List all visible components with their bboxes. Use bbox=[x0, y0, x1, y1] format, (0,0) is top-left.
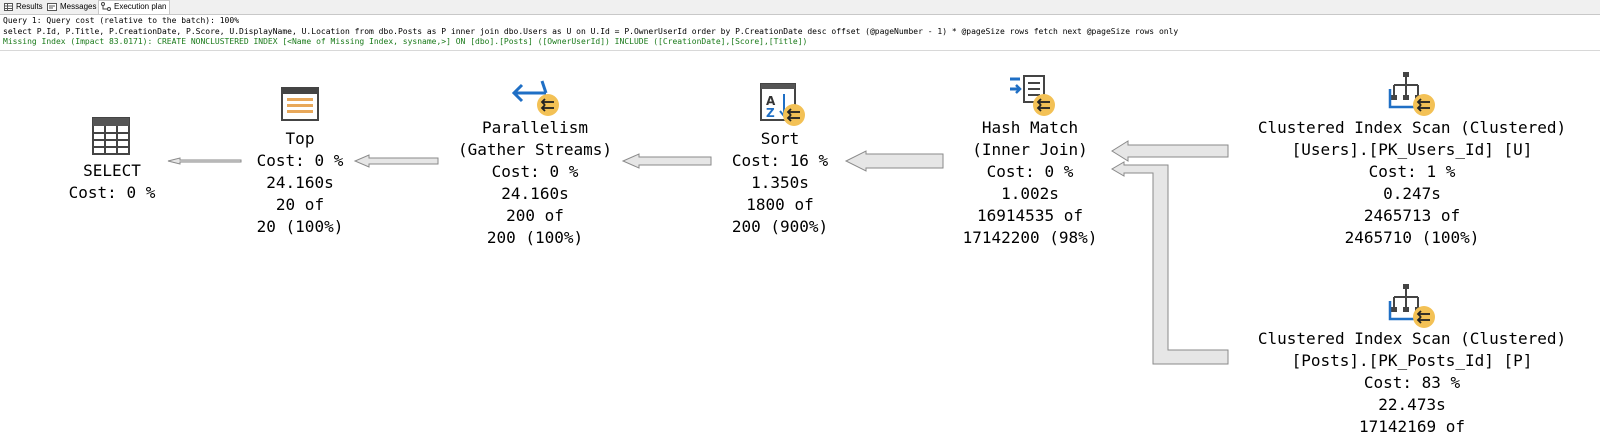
svg-text:A: A bbox=[766, 94, 776, 108]
node-sort-time: 1.350s bbox=[751, 173, 809, 192]
node-hash-subtype: (Inner Join) bbox=[972, 140, 1088, 159]
top-icon bbox=[281, 87, 319, 121]
plan-icon bbox=[101, 2, 111, 12]
node-sort-rows-actual: 1800 of bbox=[746, 195, 814, 214]
hash-match-icon bbox=[1010, 75, 1055, 116]
node-hash-name: Hash Match bbox=[981, 118, 1079, 137]
node-posts-scan-name: Clustered Index Scan (Clustered) bbox=[1257, 329, 1567, 348]
node-top-name: Top bbox=[285, 129, 315, 148]
plan-node-posts-scan[interactable]: Clustered Index Scan (Clustered) [Posts]… bbox=[1232, 328, 1592, 438]
node-posts-scan-cost: Cost: 83 % bbox=[1363, 373, 1461, 392]
node-hash-time: 1.002s bbox=[1001, 184, 1059, 203]
plan-node-top[interactable]: Top Cost: 0 % 24.160s 20 of 20 (100%) bbox=[230, 128, 370, 238]
arrow-hash-to-sort bbox=[844, 150, 944, 172]
node-parallelism-cost: Cost: 0 % bbox=[491, 162, 579, 181]
node-hash-cost: Cost: 0 % bbox=[986, 162, 1074, 181]
arrow-posts-scan-to-hash bbox=[1111, 161, 1229, 365]
clustered-index-scan-icon bbox=[1388, 284, 1435, 328]
node-parallelism-rows-actual: 200 of bbox=[506, 206, 564, 225]
node-top-cost: Cost: 0 % bbox=[256, 151, 344, 170]
svg-text:Z: Z bbox=[766, 106, 775, 120]
node-sort-rows-estimated: 200 (900%) bbox=[731, 217, 829, 236]
execution-plan-canvas: SELECT Cost: 0 % Top Cost: 0 % 24.160s 2… bbox=[0, 51, 1600, 444]
node-select-cost: Cost: 0 % bbox=[68, 183, 156, 202]
plan-node-users-scan[interactable]: Clustered Index Scan (Clustered) [Users]… bbox=[1232, 117, 1592, 249]
arrow-sort-to-parallelism bbox=[621, 153, 712, 169]
tab-messages[interactable]: Messages bbox=[45, 1, 99, 13]
tab-results-label: Results bbox=[16, 2, 43, 11]
node-hash-rows-actual: 16914535 of bbox=[977, 206, 1083, 225]
node-users-scan-time: 0.247s bbox=[1383, 184, 1441, 203]
tab-execution-plan[interactable]: Execution plan bbox=[98, 0, 171, 14]
select-icon bbox=[92, 117, 130, 155]
tab-messages-label: Messages bbox=[60, 2, 97, 11]
query-header: Query 1: Query cost (relative to the bat… bbox=[0, 16, 1600, 51]
plan-node-parallelism[interactable]: Parallelism (Gather Streams) Cost: 0 % 2… bbox=[430, 117, 640, 249]
query-cost-line: Query 1: Query cost (relative to the bat… bbox=[3, 16, 240, 25]
node-top-rows-estimated: 20 (100%) bbox=[256, 217, 344, 236]
node-users-scan-rows-actual: 2465713 of bbox=[1363, 206, 1461, 225]
results-tab-bar: Results Messages Execution plan bbox=[0, 0, 1600, 15]
sql-text-line: select P.Id, P.Title, P.CreationDate, P.… bbox=[3, 26, 1179, 36]
node-posts-scan-object: [Posts].[PK_Posts_Id] [P] bbox=[1291, 351, 1533, 370]
node-users-scan-name: Clustered Index Scan (Clustered) bbox=[1257, 118, 1567, 137]
parallelism-icon bbox=[512, 80, 559, 116]
messages-icon bbox=[47, 2, 57, 11]
tab-results[interactable]: Results bbox=[2, 1, 46, 13]
clustered-index-scan-icon bbox=[1388, 72, 1435, 116]
node-posts-scan-rows-actual: 17142169 of bbox=[1359, 417, 1465, 436]
plan-node-sort[interactable]: Sort Cost: 16 % 1.350s 1800 of 200 (900%… bbox=[700, 128, 860, 238]
node-users-scan-object: [Users].[PK_Users_Id] [U] bbox=[1291, 140, 1533, 159]
tab-execution-plan-label: Execution plan bbox=[114, 2, 167, 11]
plan-node-select[interactable]: SELECT Cost: 0 % bbox=[42, 160, 182, 204]
node-users-scan-cost: Cost: 1 % bbox=[1368, 162, 1456, 181]
node-top-rows-actual: 20 of bbox=[275, 195, 325, 214]
arrow-parallelism-to-top bbox=[353, 154, 439, 168]
node-users-scan-rows-estimated: 2465710 (100%) bbox=[1344, 228, 1480, 247]
node-parallelism-rows-estimated: 200 (100%) bbox=[486, 228, 584, 247]
node-top-time: 24.160s bbox=[266, 173, 334, 192]
grid-icon bbox=[4, 2, 13, 11]
node-select-name: SELECT bbox=[83, 161, 141, 180]
sort-icon: A Z bbox=[760, 83, 805, 126]
node-parallelism-time: 24.160s bbox=[501, 184, 569, 203]
plan-connectors bbox=[167, 140, 1229, 365]
node-parallelism-subtype: (Gather Streams) bbox=[457, 140, 613, 159]
node-sort-cost: Cost: 16 % bbox=[731, 151, 829, 170]
node-parallelism-name: Parallelism bbox=[482, 118, 588, 137]
arrow-top-to-select bbox=[167, 157, 242, 165]
plan-node-hash-match[interactable]: Hash Match (Inner Join) Cost: 0 % 1.002s… bbox=[930, 117, 1130, 249]
missing-index-line[interactable]: Missing Index (Impact 83.0171): CREATE N… bbox=[3, 37, 808, 46]
node-sort-name: Sort bbox=[760, 129, 800, 148]
node-hash-rows-estimated: 17142200 (98%) bbox=[962, 228, 1098, 247]
node-posts-scan-time: 22.473s bbox=[1378, 395, 1446, 414]
arrow-users-scan-to-hash bbox=[1111, 140, 1229, 162]
